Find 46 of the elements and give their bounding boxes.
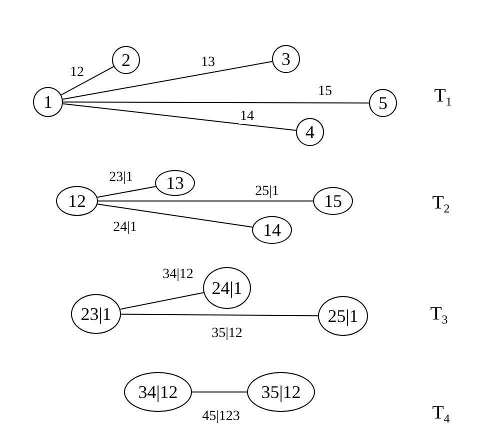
ellipse-node	[56, 186, 98, 216]
edge-label: 23|1	[108, 171, 134, 185]
edge-label: 45|123	[201, 410, 241, 424]
connector-line	[97, 204, 253, 228]
node-label: 34|12	[138, 383, 178, 401]
node-label: 14	[263, 221, 281, 239]
ellipse-node	[203, 267, 251, 309]
circle-node	[369, 89, 397, 117]
ellipse-node	[155, 170, 195, 196]
node-label: 35|12	[261, 383, 301, 401]
ellipse-node	[71, 294, 121, 334]
connector-line	[60, 66, 114, 96]
circle-node	[112, 46, 140, 74]
connector-line	[98, 200, 314, 202]
tree-label: T$_{1}$	[434, 86, 452, 106]
tree-label: T$_{4}$	[432, 404, 450, 422]
ellipse-node	[318, 296, 368, 336]
node-label: 2	[122, 51, 130, 69]
circle-node	[296, 118, 324, 146]
connector-line	[62, 102, 370, 104]
connector-line	[120, 292, 204, 310]
circle-node	[272, 45, 300, 73]
node-label: 24|1	[212, 279, 242, 297]
node-label: 4	[306, 123, 314, 141]
edge-label: 34|12	[162, 268, 194, 282]
connector-line	[62, 61, 273, 100]
edge-label: 35|12	[210, 327, 244, 341]
connector-line	[62, 103, 297, 131]
ellipse-node	[252, 216, 292, 244]
node-label: 1	[44, 93, 52, 111]
tree-label: T$_{3}$	[430, 304, 448, 324]
node-label: 3	[282, 50, 290, 68]
node-label: 5	[378, 94, 388, 112]
connector-line	[96, 186, 156, 198]
tree-label: T$_{2}$	[432, 194, 450, 212]
ellipse-node	[313, 187, 353, 215]
node-label: 25|1	[328, 307, 358, 325]
circle-node	[33, 87, 63, 117]
node-label: 12	[68, 192, 86, 210]
node-label: 15	[324, 192, 342, 210]
node-label: 13	[166, 174, 184, 192]
edge-label: 25|1	[254, 185, 280, 199]
node-label: 23|1	[80, 305, 112, 323]
edge-label: 24|1	[112, 221, 138, 235]
connector-line	[120, 314, 318, 316]
edge-label: 14	[239, 110, 255, 124]
